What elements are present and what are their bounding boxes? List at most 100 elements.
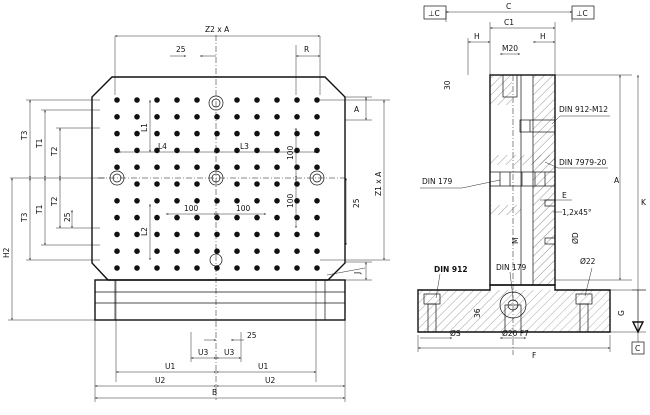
grid-hole xyxy=(274,181,280,187)
grid-hole xyxy=(134,265,140,271)
datum-c-label: C xyxy=(635,344,640,353)
grid-hole xyxy=(134,147,140,154)
dim-t3-lower: T3 xyxy=(20,212,29,223)
grid-hole xyxy=(114,231,120,238)
dim-r: R xyxy=(304,45,309,54)
grid-hole xyxy=(174,114,180,120)
grid-hole xyxy=(294,181,300,187)
grid-hole xyxy=(194,130,200,137)
grid-hole xyxy=(274,147,280,154)
grid-hole xyxy=(114,97,120,103)
grid-hole xyxy=(114,198,120,204)
dim-t2-upper: T2 xyxy=(50,146,59,157)
grid-hole xyxy=(294,265,300,271)
grid-hole xyxy=(194,147,200,154)
grid-hole xyxy=(314,231,320,238)
datum-frame-right-label: ⊥C xyxy=(576,9,588,18)
dim-100-v2: 100 xyxy=(286,193,295,208)
callout-din-179-left: DIN 179 xyxy=(422,177,453,186)
grid-hole xyxy=(314,114,320,120)
grid-hole xyxy=(214,147,220,154)
grid-hole xyxy=(174,248,180,254)
grid-hole xyxy=(214,164,220,170)
dim-u1-right: U1 xyxy=(258,362,268,371)
grid-hole xyxy=(234,231,240,238)
dim-m20: M20 xyxy=(502,44,518,53)
dim-t2-lower: T2 xyxy=(50,196,59,207)
grid-hole xyxy=(214,214,220,221)
grid-hole xyxy=(274,130,280,137)
grid-hole xyxy=(214,231,220,238)
dim-g: G xyxy=(617,310,626,316)
callout-din-912: DIN 912 xyxy=(434,265,468,274)
grid-hole xyxy=(134,97,140,103)
grid-hole xyxy=(194,164,200,170)
grid-hole xyxy=(234,198,240,204)
grid-hole xyxy=(234,265,240,271)
grid-hole xyxy=(314,130,320,137)
grid-hole xyxy=(254,147,260,154)
grid-hole xyxy=(314,265,320,271)
dim-25-bottom: 25 xyxy=(247,331,257,340)
grid-hole xyxy=(254,164,260,170)
callout-36: 36 xyxy=(473,308,482,318)
grid-hole xyxy=(194,248,200,254)
grid-hole xyxy=(234,147,240,154)
m12-screw xyxy=(519,119,556,133)
front-view: Z2 x A 25 R T3 T1 T2 T2 T1 T3 H2 25 L1 L… xyxy=(2,25,390,402)
dim-u3-left: U3 xyxy=(198,348,208,357)
grid-hole xyxy=(114,114,120,120)
grid-hole xyxy=(174,181,180,187)
grid-hole xyxy=(214,265,220,271)
grid-hole xyxy=(134,231,140,238)
grid-hole xyxy=(174,130,180,137)
dim-b: B xyxy=(212,388,217,397)
grid-hole xyxy=(274,114,280,120)
dim-f: F xyxy=(532,351,536,360)
dim-u3-right: U3 xyxy=(224,348,234,357)
grid-hole xyxy=(194,214,200,221)
grid-hole xyxy=(174,97,180,103)
grid-hole xyxy=(254,97,260,103)
dim-z1xa: Z1 x A xyxy=(374,171,383,196)
dim-a-side: A xyxy=(614,176,620,185)
grid-hole xyxy=(254,265,260,271)
grid-hole xyxy=(254,214,260,221)
grid-hole xyxy=(294,231,300,238)
grid-hole xyxy=(114,164,120,170)
grid-hole xyxy=(194,97,200,103)
grid-hole xyxy=(274,214,280,221)
grid-hole xyxy=(174,214,180,221)
grid-hole xyxy=(274,265,280,271)
grid-hole xyxy=(274,164,280,170)
grid-hole xyxy=(274,248,280,254)
dim-l3: L3 xyxy=(240,142,249,151)
grid-hole xyxy=(154,214,160,221)
grid-hole xyxy=(194,114,200,120)
grid-hole xyxy=(154,130,160,137)
grid-hole xyxy=(314,214,320,221)
grid-hole xyxy=(154,97,160,103)
grid-hole xyxy=(294,198,300,204)
side-view: ⊥C ⊥C xyxy=(417,2,647,360)
grid-hole xyxy=(214,248,220,254)
dim-z2xa: Z2 x A xyxy=(205,25,230,34)
grid-hole xyxy=(234,164,240,170)
dim-c: C xyxy=(506,2,511,11)
callout-dia-s: ØS xyxy=(450,329,461,338)
grid-hole xyxy=(234,97,240,103)
grid-hole xyxy=(254,198,260,204)
callout-dia-20-f7: Ø20 F7 xyxy=(502,329,529,338)
dim-25-top: 25 xyxy=(176,45,186,54)
dim-25-left: 25 xyxy=(63,212,72,222)
callout-d: ØD xyxy=(571,232,580,244)
grid-hole xyxy=(154,265,160,271)
dim-h2: H2 xyxy=(2,247,11,258)
dim-u2-right: U2 xyxy=(265,376,275,385)
grid-hole xyxy=(294,248,300,254)
grid-hole xyxy=(174,265,180,271)
grid-hole xyxy=(314,97,320,103)
grid-hole xyxy=(134,164,140,170)
grid-hole xyxy=(314,198,320,204)
